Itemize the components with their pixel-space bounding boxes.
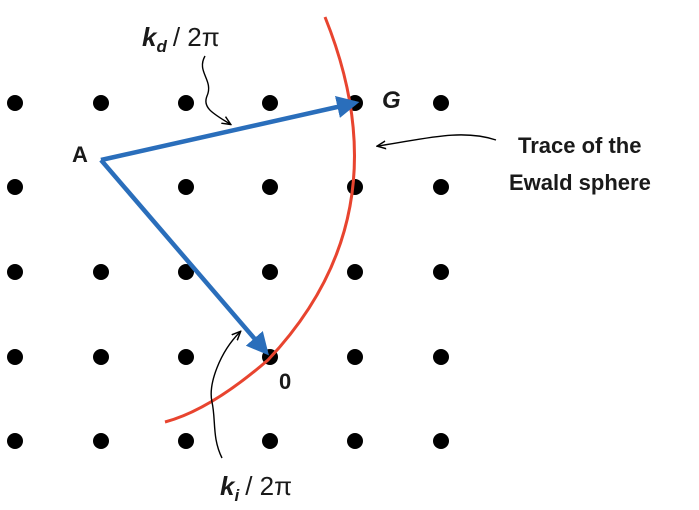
- ewald-pointer-arrow: [378, 134, 497, 146]
- lattice-point: [93, 95, 109, 111]
- lattice-point: [7, 433, 23, 449]
- lattice-point: [93, 349, 109, 365]
- lattice-point: [347, 264, 363, 280]
- ewald-caption-line2: Ewald sphere: [509, 170, 651, 195]
- lattice-point: [262, 179, 278, 195]
- lattice-point: [347, 349, 363, 365]
- ki-label: ki/ 2π: [220, 471, 292, 505]
- lattice-point: [178, 264, 194, 280]
- lattice-point: [93, 433, 109, 449]
- point-g-label: G: [382, 87, 401, 114]
- lattice-point: [7, 179, 23, 195]
- kd-label: kd/ 2π: [142, 22, 220, 56]
- lattice-point: [93, 264, 109, 280]
- lattice-point: [433, 433, 449, 449]
- kd-pointer-arrow: [201, 55, 230, 124]
- point-0-label: 0: [279, 369, 291, 394]
- ewald-caption-line1: Trace of the: [518, 133, 641, 158]
- ewald-sphere-trace: [164, 16, 356, 424]
- reciprocal-lattice: [7, 95, 449, 449]
- lattice-point: [178, 349, 194, 365]
- lattice-point: [7, 95, 23, 111]
- lattice-point: [262, 264, 278, 280]
- lattice-point: [433, 95, 449, 111]
- kd-vector: [100, 95, 360, 163]
- lattice-point: [262, 433, 278, 449]
- lattice-point: [7, 264, 23, 280]
- lattice-point: [347, 433, 363, 449]
- lattice-point: [7, 349, 23, 365]
- lattice-point: [433, 264, 449, 280]
- lattice-point: [433, 179, 449, 195]
- lattice-point: [262, 95, 278, 111]
- lattice-point: [433, 349, 449, 365]
- lattice-point: [178, 179, 194, 195]
- point-a-label: A: [72, 142, 88, 167]
- lattice-point: [178, 95, 194, 111]
- lattice-point: [178, 433, 194, 449]
- ki-vector: [99, 158, 269, 356]
- ki-pointer-arrow: [210, 332, 240, 459]
- lattice-point: [347, 179, 363, 195]
